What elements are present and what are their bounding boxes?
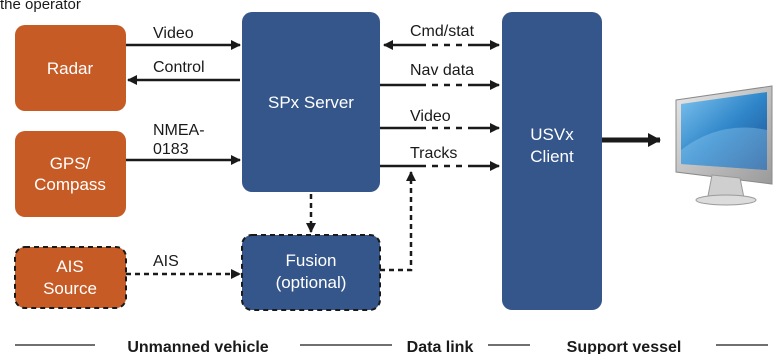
video-in-label: Video xyxy=(153,25,194,42)
fusion-to-tracks-arrow xyxy=(380,171,416,272)
top-caption: the operator xyxy=(0,0,81,13)
zone-unmanned-label: Unmanned vehicle xyxy=(127,339,268,354)
spx-server-node: SPx Server xyxy=(242,12,380,192)
nav-data-link: Nav data xyxy=(380,62,500,90)
gps-label-line1: GPS/ xyxy=(50,154,91,173)
control-label: Control xyxy=(153,59,205,76)
radar-label: Radar xyxy=(47,59,94,78)
client-label-line1: USVx xyxy=(530,125,574,144)
monitor-icon xyxy=(675,85,773,206)
client-label-line2: Client xyxy=(530,147,574,166)
gps-label-line2: Compass xyxy=(34,175,106,194)
server-label: SPx Server xyxy=(268,93,354,112)
nav-data-label: Nav data xyxy=(410,62,474,79)
zone-support-label: Support vessel xyxy=(567,339,682,354)
gps-compass-node: GPS/ Compass xyxy=(15,131,126,217)
ais-edge-label: AIS xyxy=(153,253,179,270)
ais-source-node: AIS Source xyxy=(14,246,127,309)
zone-data-link-label: Data link xyxy=(407,339,474,354)
video-out-link: Video xyxy=(380,108,500,133)
zone-legend: Unmanned vehicle Data link Support vesse… xyxy=(15,339,768,354)
usvx-client-node: USVx Client xyxy=(502,12,602,310)
cmd-stat-link: Cmd/stat xyxy=(383,23,500,50)
nmea-label-line2: 0183 xyxy=(153,141,189,158)
tracks-link: Tracks xyxy=(380,145,500,171)
fusion-label-line1: Fusion xyxy=(285,251,336,270)
radar-node: Radar xyxy=(15,25,126,111)
cmd-stat-label: Cmd/stat xyxy=(410,23,475,40)
ais-label-line2: Source xyxy=(43,279,97,298)
nmea-label-line1: NMEA- xyxy=(153,122,205,139)
fusion-node: Fusion (optional) xyxy=(241,234,381,311)
ais-label-line1: AIS xyxy=(56,257,83,276)
video-out-label: Video xyxy=(410,108,451,125)
fusion-label-line2: (optional) xyxy=(276,273,347,292)
tracks-label: Tracks xyxy=(410,145,457,162)
